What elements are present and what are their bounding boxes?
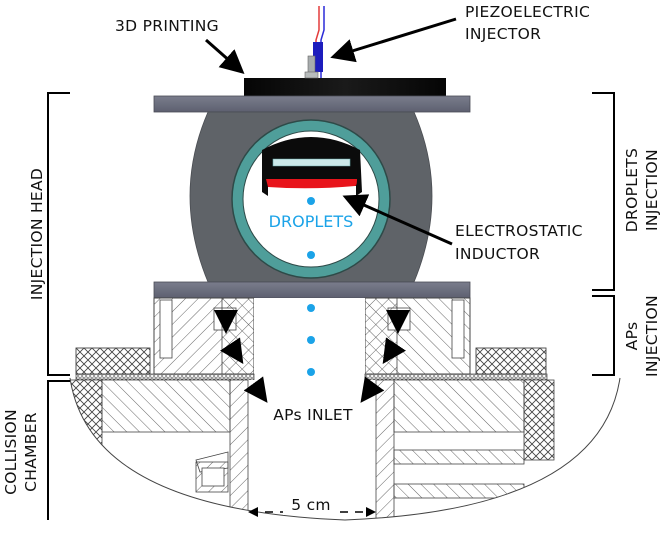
printing-label: 3D PRINTING (115, 17, 219, 35)
droplet (307, 368, 315, 376)
collision-chamber (70, 379, 620, 520)
piezo-label-line2: INJECTOR (465, 25, 541, 43)
bracket-label-droplets-line2: INJECTION (643, 149, 661, 231)
droplets-label: DROPLETS (269, 212, 354, 231)
aps-flow-arrows (214, 310, 410, 364)
piezo-label-line1: PIEZOELECTRIC (465, 3, 590, 21)
droplet (307, 336, 315, 344)
printing-arrow (205, 38, 245, 74)
bracket-label-collision-line1: COLLISION (2, 409, 20, 495)
aps-injection-section (75, 297, 548, 381)
top-plate (153, 95, 471, 113)
inductor-label-line2: INDUCTOR (455, 245, 540, 263)
droplet (307, 251, 315, 259)
injector-block (244, 78, 446, 96)
dimension-label: 5 cm (291, 496, 331, 514)
inductor-label-line1: ELECTROSTATIC (455, 222, 583, 240)
inductor-arrow (342, 194, 453, 246)
gasket-left (75, 373, 255, 381)
injection-head: DROPLETS (153, 6, 471, 299)
bracket-label-injection-head: INJECTION HEAD (28, 168, 46, 300)
bracket-label-collision-line2: CHAMBER (22, 412, 40, 492)
injector-wires (304, 6, 325, 79)
bracket-droplets-injection (592, 92, 615, 291)
bracket-aps-injection (592, 295, 615, 376)
bracket-collision-chamber (47, 380, 70, 520)
aps-inlet-arrows (243, 376, 385, 403)
chamber-outline (69, 377, 621, 521)
bottom-plate (153, 281, 471, 299)
droplet (307, 304, 315, 312)
bracket-label-droplets-line1: DROPLETS (623, 148, 641, 232)
dimension-indicator: 5 cm (248, 495, 376, 517)
bracket-label-aps-line1: APs (623, 322, 641, 351)
piezo-arrow (330, 17, 457, 63)
bracket-label-aps-line2: INJECTION (643, 295, 661, 377)
gasket-right (364, 373, 548, 381)
droplet (307, 197, 315, 205)
bracket-injection-head (47, 92, 70, 376)
aps-inlet-label: APs INLET (273, 406, 353, 424)
inner-lens (272, 158, 351, 167)
electrostatic-inductor (266, 179, 357, 189)
